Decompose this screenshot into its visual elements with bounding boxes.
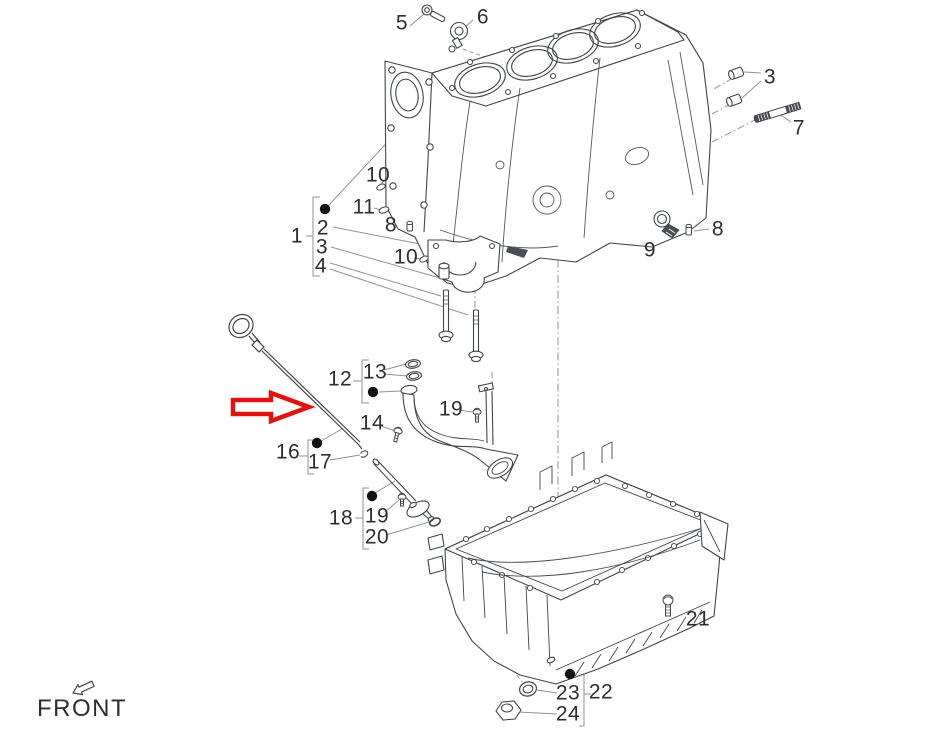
callout-8-left: 8	[384, 213, 398, 237]
sensor-6-drawing	[448, 21, 469, 53]
callout-10-upper: 10	[365, 163, 391, 187]
head-bolts-4-drawing	[438, 262, 484, 363]
callout-3-right: 3	[763, 65, 777, 89]
front-label: FRONT	[37, 695, 128, 722]
callout-22: 22	[588, 680, 614, 704]
callout-20: 20	[364, 525, 390, 549]
bolt-19-lower-drawing	[397, 492, 407, 507]
item-bullets	[311, 203, 576, 680]
bolt-5-drawing	[421, 4, 446, 23]
callout-12: 12	[327, 367, 353, 391]
callout-8-right: 8	[711, 217, 725, 241]
dipstick-tube-drawing	[372, 458, 435, 522]
bolt-21-drawing	[662, 594, 674, 617]
callout-5: 5	[395, 11, 409, 35]
dowel-pins-3-drawing	[726, 66, 745, 107]
red-pointer-arrow	[230, 389, 316, 425]
drain-plug-24-drawing	[495, 700, 522, 721]
callout-4: 4	[314, 254, 328, 278]
callout-9: 9	[643, 238, 657, 262]
callout-13: 13	[362, 360, 388, 384]
callout-18: 18	[328, 506, 354, 530]
callout-16: 16	[275, 440, 301, 464]
callout-21: 21	[685, 607, 711, 631]
callout-3-left: 3	[315, 235, 329, 259]
front-direction-arrow-icon	[72, 680, 95, 696]
callout-23: 23	[555, 681, 581, 705]
callout-19-upper: 19	[438, 397, 464, 421]
oil-pan-drawing	[427, 441, 729, 685]
sensor-9-drawing	[653, 210, 680, 239]
plugs-8-10-11-drawing	[376, 183, 693, 263]
callout-11: 11	[352, 195, 376, 219]
stud-7-drawing	[753, 101, 802, 123]
dipstick-clip-17-drawing	[359, 450, 369, 458]
bolt-19-upper-drawing	[472, 407, 482, 423]
callout-6: 6	[476, 5, 490, 29]
callout-7: 7	[792, 116, 806, 140]
engine-block-drawing	[384, 9, 712, 293]
o-ring-20-drawing	[429, 517, 441, 527]
washer-23-drawing	[518, 681, 538, 697]
callout-24: 24	[555, 702, 581, 726]
callout-10-lower: 10	[393, 245, 419, 269]
oil-suction-pipe-drawing	[400, 359, 519, 482]
callout-2: 2	[316, 216, 330, 240]
bolt-14-drawing	[393, 426, 403, 443]
callout-19-lower: 19	[364, 504, 390, 528]
callout-17: 17	[307, 450, 333, 474]
callout-1: 1	[290, 224, 304, 248]
callout-14: 14	[359, 411, 385, 435]
dipstick-drawing	[228, 313, 363, 450]
